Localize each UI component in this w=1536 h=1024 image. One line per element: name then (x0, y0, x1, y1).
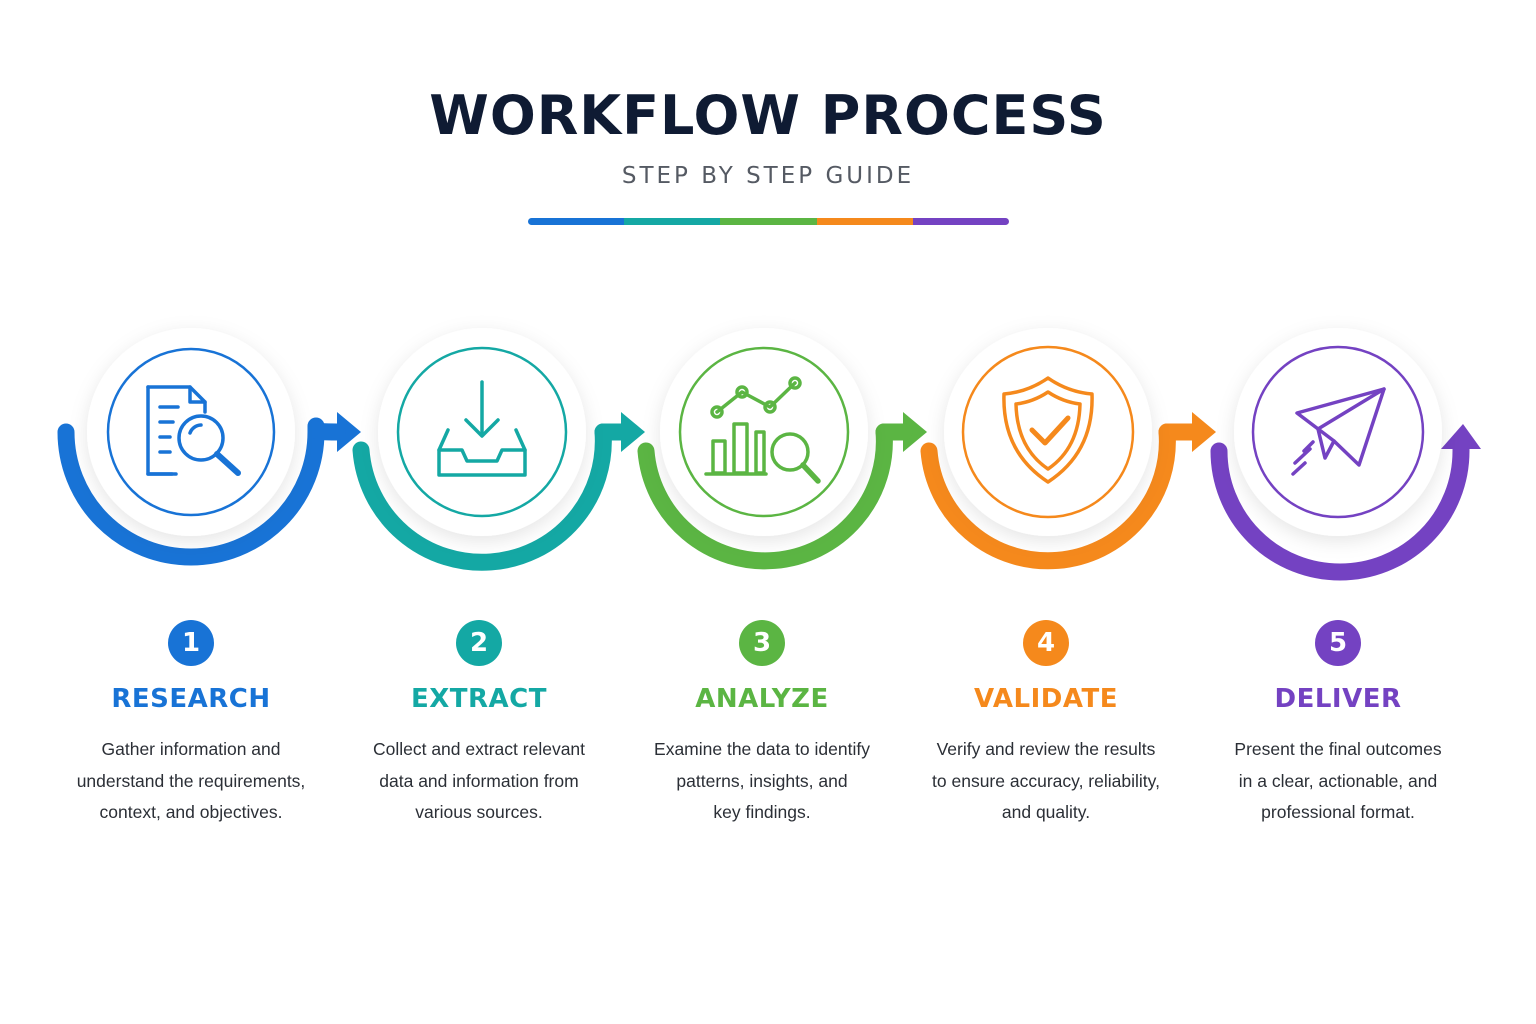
paper-plane-icon (1291, 387, 1386, 476)
step-2-arrow-head (621, 412, 645, 452)
step-4-inner-ring (961, 345, 1135, 519)
step-3-title: ANALYZE (695, 684, 829, 714)
step-1-title: RESEARCH (111, 684, 271, 714)
step-5-description: Present the final outcomes in a clear, a… (1234, 739, 1442, 822)
page-subtitle: STEP BY STEP GUIDE (621, 163, 915, 189)
title-bar-segment-teal (624, 218, 721, 225)
step-3-arrow-head (903, 412, 927, 452)
step-5-title: DELIVER (1274, 684, 1402, 714)
page-title: WORKFLOW PROCESS (429, 84, 1107, 147)
step-3-number-badge: 3 (739, 620, 785, 666)
step-5-inner-ring (1251, 345, 1425, 519)
step-1-text: 1 RESEARCH Gather information and unders… (46, 620, 336, 829)
step-2-title: EXTRACT (410, 684, 547, 714)
step-4-description: Verify and review the results to ensure … (932, 739, 1160, 822)
document-search-icon (146, 385, 241, 476)
step-4-title: VALIDATE (974, 684, 1118, 714)
title-bar-segment-orange (816, 218, 913, 225)
title-bar-segment-blue (528, 218, 625, 225)
download-tray-icon (437, 380, 527, 477)
step-4-number-badge: 4 (1023, 620, 1069, 666)
step-5-node (1210, 328, 1481, 581)
title-bar-segment-purple (912, 218, 1009, 225)
title-bar-segment-green (720, 218, 817, 225)
step-2-arc (352, 423, 612, 571)
shield-check-icon (1002, 376, 1094, 484)
step-1-node (57, 328, 361, 566)
step-4-arc (920, 423, 1176, 570)
step-3-arc (637, 423, 893, 570)
step-2-number-badge: 2 (456, 620, 502, 666)
step-5-arrow-head (1441, 424, 1481, 449)
title-color-bar (528, 218, 1009, 225)
step-5-arc (1210, 439, 1470, 581)
step-2-description: Collect and extract relevant data and in… (372, 739, 586, 822)
step-1-number-badge: 1 (168, 620, 214, 666)
step-5-text: 5 DELIVER Present the final outcomes in … (1193, 620, 1483, 829)
step-3-node (637, 328, 927, 570)
step-1-arrow-stem (307, 421, 346, 441)
step-2-text: 2 EXTRACT Collect and extract relevant d… (334, 620, 624, 829)
step-1-arc (57, 417, 325, 566)
step-3-description: Examine the data to identify patterns, i… (654, 739, 870, 822)
step-1-description: Gather information and understand the re… (76, 739, 306, 822)
step-4-text: 4 VALIDATE Verify and review the results… (901, 620, 1191, 829)
step-4-arrow-head (1192, 412, 1216, 452)
step-1-arrow-head (337, 412, 361, 452)
step-2-node (352, 328, 645, 571)
step-4-node (920, 328, 1216, 570)
step-3-text: 3 ANALYZE Examine the data to identify p… (617, 620, 907, 829)
step-5-number-badge: 5 (1315, 620, 1361, 666)
chart-magnifier-icon (704, 376, 821, 484)
